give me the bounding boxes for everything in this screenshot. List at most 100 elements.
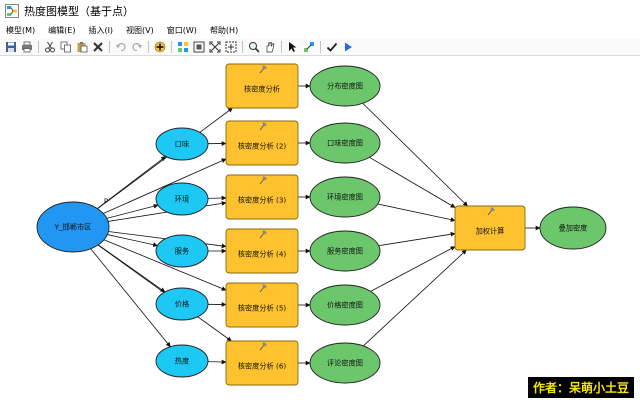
variable-label: 口味 (175, 140, 189, 149)
model-canvas[interactable]: Y_邯郸市区 口味环境服务价格热度 核密度分析核密度分析 (2) 核密度分析 (3) 核… (0, 56, 640, 404)
tool-label: 核密度分析 (6) (238, 362, 287, 371)
full-extent-icon[interactable] (193, 41, 205, 53)
hammer-icon (262, 230, 267, 235)
kernel-density-tool[interactable] (225, 174, 299, 220)
hammer-icon (259, 178, 265, 185)
menu-bar: 模型(M) 编辑(E) 插入(I) 视图(V) 窗口(W) 帮助(H) (0, 22, 640, 38)
print-icon[interactable] (21, 41, 33, 53)
output-label: 口味密度图 (327, 139, 363, 148)
author-watermark: 作者：呆萌小土豆 (527, 377, 634, 398)
zoom-in-icon[interactable] (248, 41, 260, 53)
tool-label: 核密度分析 (244, 85, 280, 94)
menu-model[interactable]: 模型(M) (6, 25, 36, 35)
toolbar (0, 39, 640, 56)
menu-edit[interactable]: 编辑(E) (48, 25, 76, 35)
variable-label: 服务 (175, 247, 189, 256)
output-raster-node[interactable] (309, 122, 381, 164)
connection-lines (90, 83, 541, 366)
auto-layout-icon[interactable] (177, 41, 189, 53)
connector-arrow (103, 239, 227, 291)
delete-icon[interactable] (92, 41, 104, 53)
tool-label: 核密度分析 (3) (238, 196, 287, 205)
connector-arrow (106, 203, 159, 219)
connector-arrow (103, 158, 227, 214)
connector-arrow (362, 102, 468, 207)
hammer-icon (259, 124, 265, 131)
redo-icon[interactable] (131, 41, 143, 53)
variable-node[interactable] (155, 234, 209, 268)
kernel-density-tool[interactable] (225, 120, 299, 166)
variable-label: 热度 (175, 357, 189, 366)
output-label: 环境密度图 (327, 193, 363, 202)
output-label: 价格密度图 (327, 301, 363, 310)
run-icon[interactable] (342, 41, 354, 53)
toolbar-separator (320, 41, 321, 53)
connector-arrow (378, 231, 456, 247)
connector-arrow (369, 156, 456, 208)
fit-icon[interactable] (209, 41, 221, 53)
toolbar-separator (242, 41, 243, 53)
toolbar-separator (171, 41, 172, 53)
weighted-calculation-tool[interactable] (454, 205, 526, 251)
toolbar-separator (109, 41, 110, 53)
variable-node[interactable] (155, 182, 209, 216)
kernel-density-tool[interactable] (225, 63, 299, 109)
connector-arrow (107, 234, 158, 248)
connector-arrow (97, 156, 167, 209)
kernel-density-tool[interactable] (225, 228, 299, 274)
undo-icon[interactable] (115, 41, 127, 53)
hammer-icon (262, 122, 267, 127)
paste-icon[interactable] (76, 41, 88, 53)
connector-arrow (370, 246, 456, 292)
hammer-icon (259, 286, 265, 293)
toolbar-separator (38, 41, 39, 53)
hammer-icon (262, 284, 267, 289)
toolbar-separator (281, 41, 282, 53)
menu-view[interactable]: 视图(V) (126, 25, 154, 35)
connector-arrow (377, 203, 456, 222)
output-label: 服务密度图 (327, 247, 363, 256)
hammer-icon (259, 344, 265, 351)
model-icon (5, 3, 19, 18)
pan-icon[interactable] (264, 41, 276, 53)
input-dataset-node[interactable] (36, 201, 110, 253)
hammer-icon (262, 342, 267, 347)
kernel-density-tool[interactable] (225, 340, 299, 386)
output-raster-node[interactable] (309, 230, 381, 272)
tool-label: 核密度分析 (5) (238, 304, 287, 313)
connector-arrow (90, 248, 171, 348)
validate-icon[interactable] (326, 41, 338, 53)
menu-insert[interactable]: 插入(I) (88, 25, 114, 35)
output-label: 评论密度图 (327, 359, 363, 368)
final-output-node[interactable] (539, 206, 607, 250)
kernel-density-tool[interactable] (225, 282, 299, 328)
variable-label: 价格 (175, 300, 190, 309)
hammer-icon (259, 67, 265, 74)
output-raster-node[interactable] (309, 284, 381, 326)
connect-icon[interactable] (303, 41, 315, 53)
variable-label: 环境 (175, 195, 189, 204)
zoom-extent-icon[interactable] (225, 41, 237, 53)
copy-icon[interactable] (60, 41, 72, 53)
output-raster-node[interactable] (309, 176, 381, 218)
tool-label: 核密度分析 (2) (238, 142, 287, 151)
hammer-icon (262, 65, 267, 70)
menu-help[interactable]: 帮助(H) (209, 25, 239, 35)
title-bar: 热度图模型（基于点） (0, 0, 640, 21)
cut-icon[interactable] (44, 41, 56, 53)
output-raster-node[interactable] (309, 342, 381, 384)
variable-node[interactable] (155, 344, 209, 378)
variable-node[interactable] (155, 287, 209, 321)
hammer-icon (487, 209, 493, 216)
model-nodes (36, 63, 607, 386)
save-icon[interactable] (5, 41, 17, 53)
input-dataset-label: Y_邯郸市区 (54, 223, 92, 232)
output-raster-node[interactable] (309, 65, 381, 107)
select-icon[interactable] (287, 41, 299, 53)
tool-label: 核密度分析 (4) (238, 250, 287, 259)
hammer-icon (490, 207, 495, 212)
add-data-icon[interactable] (154, 41, 166, 53)
menu-window[interactable]: 窗口(W) (166, 25, 197, 35)
variable-node[interactable] (155, 127, 209, 161)
